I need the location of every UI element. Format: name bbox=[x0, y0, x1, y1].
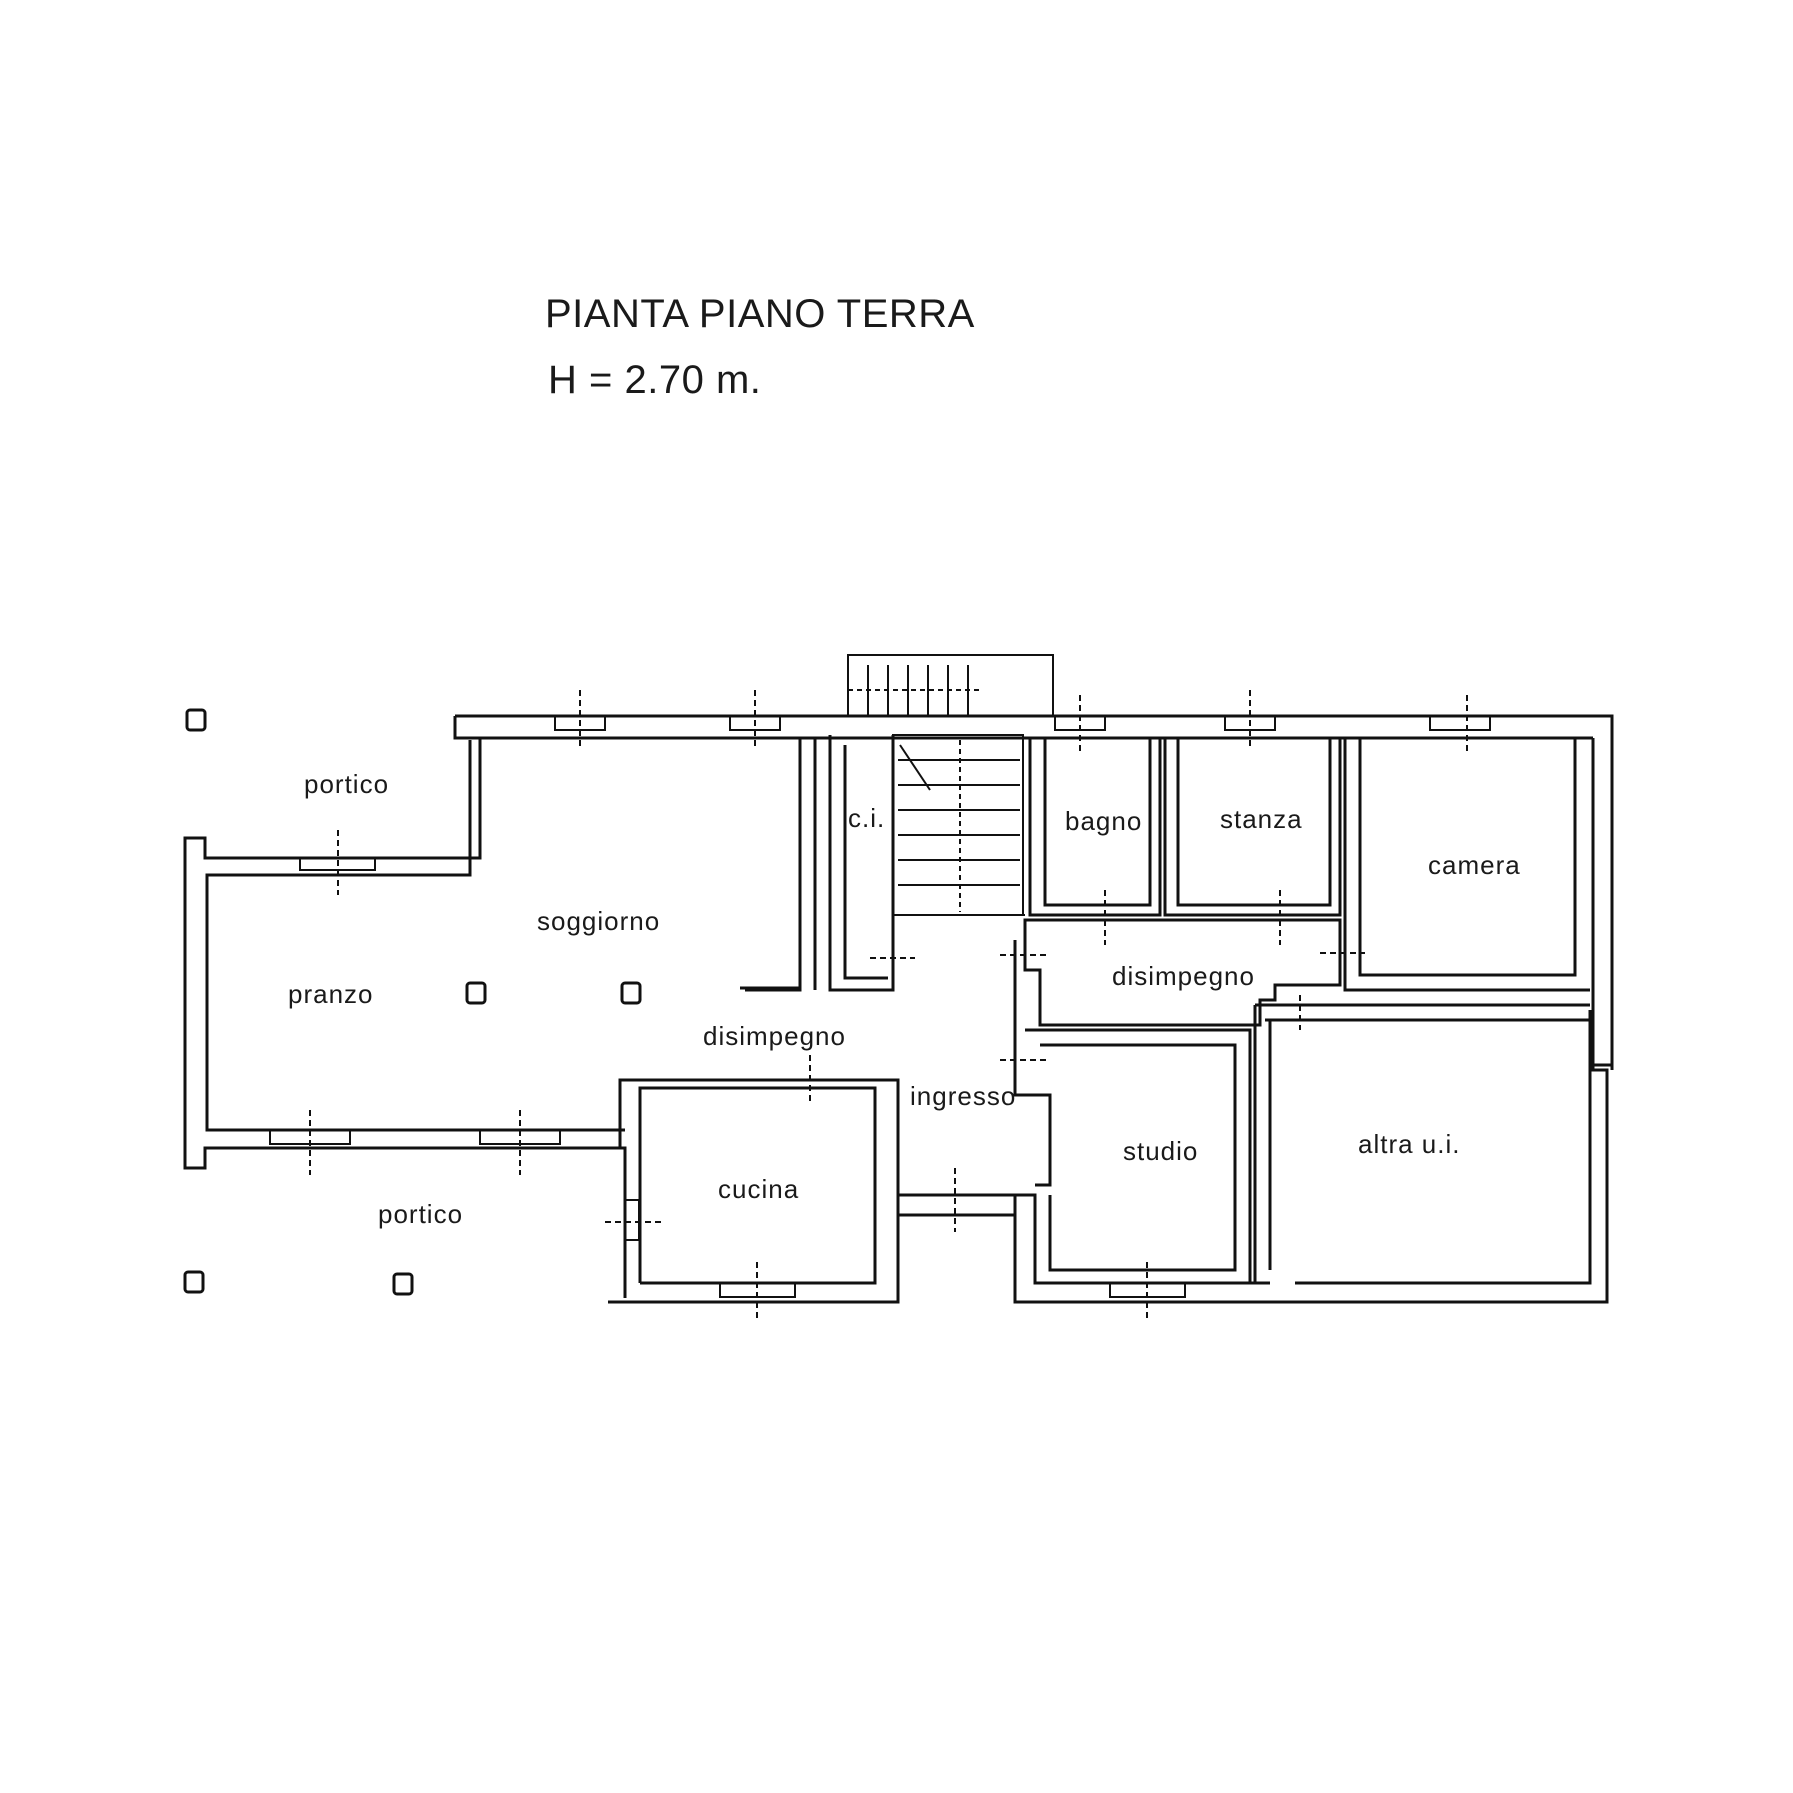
pillars bbox=[183, 708, 642, 1296]
pillar bbox=[185, 708, 207, 732]
altra-ui-walls bbox=[1253, 1003, 1590, 1283]
pillar bbox=[465, 981, 487, 1005]
entry-walls bbox=[1013, 940, 1052, 1187]
room-label-pranzo: pranzo bbox=[288, 979, 374, 1009]
room-label-studio: studio bbox=[1123, 1136, 1198, 1166]
outer-stair-frame bbox=[847, 654, 1054, 717]
pillar bbox=[620, 981, 642, 1005]
ci-closet bbox=[828, 735, 895, 992]
pillar bbox=[392, 1272, 414, 1296]
room-label-altra-ui: altra u.i. bbox=[1358, 1129, 1461, 1159]
exterior-walls bbox=[183, 714, 1614, 1304]
interior-walls bbox=[740, 734, 1590, 1285]
axis-marks bbox=[309, 690, 1468, 1318]
room-label-bagno: bagno bbox=[1065, 806, 1142, 836]
plan-title: PIANTA PIANO TERRA bbox=[545, 292, 975, 336]
room-label-camera: camera bbox=[1428, 850, 1521, 880]
inner-exterior-line bbox=[205, 736, 1593, 1132]
room-label-cucina: cucina bbox=[718, 1174, 799, 1204]
room-label-stanza: stanza bbox=[1220, 804, 1303, 834]
stanza-walls bbox=[1163, 738, 1342, 917]
pillar bbox=[183, 1270, 205, 1294]
room-label-ci: c.i. bbox=[848, 803, 885, 833]
entry-bottom-wall bbox=[898, 1193, 1017, 1302]
room-label-disimpegno-left: disimpegno bbox=[703, 1021, 846, 1051]
bottom-right-wall bbox=[1015, 1010, 1592, 1285]
bagno-walls bbox=[1028, 738, 1162, 917]
room-label-soggiorno: soggiorno bbox=[537, 906, 660, 936]
room-label-portico-bottom: portico bbox=[378, 1199, 463, 1229]
room-label-disimpegno-right: disimpegno bbox=[1112, 961, 1255, 991]
room-label-portico-top: portico bbox=[304, 769, 389, 799]
corridor-walls bbox=[1023, 918, 1342, 1027]
kitchen-bottom-wall bbox=[608, 1078, 900, 1304]
ceiling-height: H = 2.70 m. bbox=[548, 358, 761, 402]
camera-walls bbox=[1343, 738, 1590, 992]
living-right-wall bbox=[745, 738, 817, 992]
stairs bbox=[847, 654, 1054, 916]
room-label-ingresso: ingresso bbox=[910, 1081, 1016, 1111]
room-labels: portico soggiorno pranzo c.i. bagno stan… bbox=[288, 769, 1521, 1229]
